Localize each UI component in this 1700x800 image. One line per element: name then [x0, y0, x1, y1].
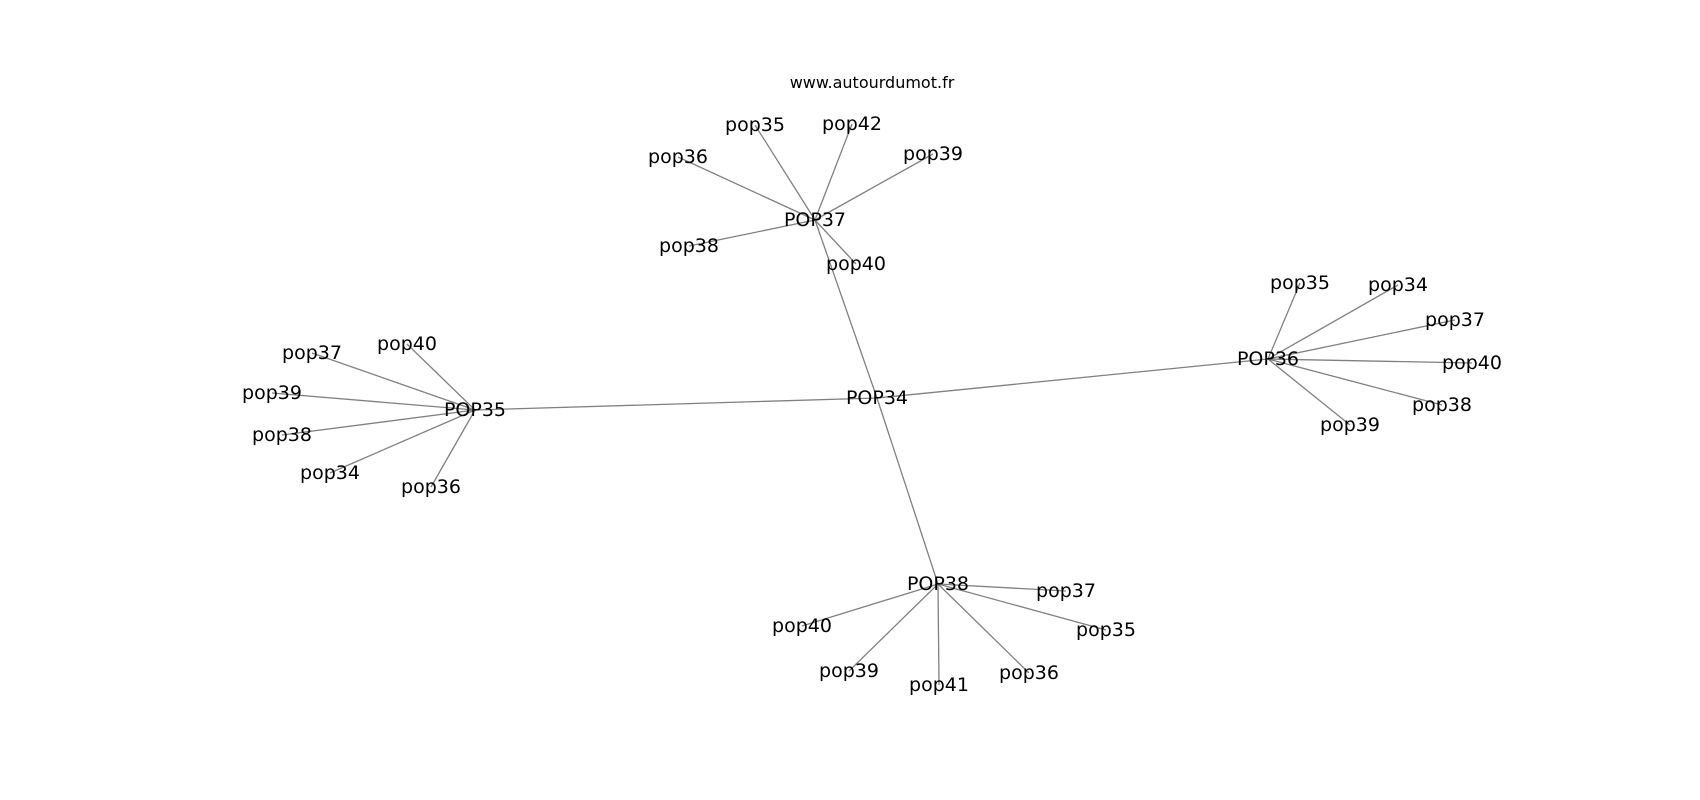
leaf-node-pop37-pop40: pop40 [826, 253, 886, 275]
leaf-node-pop37-pop39: pop39 [903, 143, 963, 165]
leaf-node-pop38-pop40: pop40 [772, 615, 832, 637]
edge-pop38-pop35 [937, 583, 1107, 631]
edge-pop37-pop36 [677, 156, 816, 221]
edge-pop34-pop38 [876, 397, 939, 585]
leaf-node-pop36-pop40: pop40 [1442, 352, 1502, 374]
edge-pop35-pop34 [329, 409, 476, 474]
leaf-node-pop35-pop34: pop34 [300, 462, 360, 484]
edge-pop37-pop38 [688, 219, 816, 247]
edge-pop35-pop37 [311, 352, 476, 411]
edge-pop38-pop36 [937, 583, 1030, 674]
edge-pop37-pop35 [754, 124, 816, 221]
edge-pop34-pop36 [876, 358, 1269, 399]
hub-node-pop34: POP34 [846, 387, 908, 409]
leaf-node-pop37-pop38: pop38 [659, 235, 719, 257]
edge-pop37-pop42 [814, 123, 853, 221]
leaf-node-pop36-pop35: pop35 [1270, 272, 1330, 294]
label-layer: POP34 POP37 pop35 pop42 pop39 pop36 pop38 pop40… [242, 113, 1502, 696]
edge-pop36-pop40 [1267, 358, 1473, 364]
leaf-node-pop37-pop35: pop35 [725, 114, 785, 136]
leaf-node-pop36-pop34: pop34 [1368, 274, 1428, 296]
edge-pop37-pop39 [814, 153, 934, 221]
edge-pop38-pop37 [937, 583, 1067, 592]
leaf-node-pop35-pop37: pop37 [282, 342, 342, 364]
edge-pop38-pop39 [848, 583, 939, 672]
leaf-node-pop36-pop39: pop39 [1320, 414, 1380, 436]
edge-pop36-pop38 [1267, 358, 1443, 406]
edge-pop38-pop41 [937, 583, 940, 686]
leaf-node-pop35-pop36: pop36 [401, 476, 461, 498]
edge-pop34-pop37 [814, 219, 878, 399]
leaf-node-pop35-pop38: pop38 [252, 424, 312, 446]
cluster-node-pop35: POP35 [444, 399, 506, 421]
cluster-node-pop36: POP36 [1237, 348, 1299, 370]
edge-pop35-pop39 [271, 392, 476, 411]
leaf-node-pop35-pop40: pop40 [377, 333, 437, 355]
edge-pop36-pop39 [1267, 358, 1351, 426]
leaf-node-pop37-pop42: pop42 [822, 113, 882, 135]
edge-layer [271, 123, 1473, 686]
leaf-node-pop38-pop36: pop36 [999, 662, 1059, 684]
leaf-node-pop37-pop36: pop36 [648, 146, 708, 168]
leaf-node-pop38-pop41: pop41 [909, 674, 969, 696]
edge-pop36-pop37 [1267, 319, 1456, 360]
edge-pop36-pop34 [1267, 284, 1399, 360]
watermark-text: www.autourdumot.fr [790, 73, 955, 92]
cluster-node-pop38: POP38 [907, 573, 969, 595]
edge-pop37-pop40 [814, 219, 857, 265]
leaf-node-pop38-pop37: pop37 [1036, 580, 1096, 602]
leaf-node-pop36-pop38: pop38 [1412, 394, 1472, 416]
edge-pop34-pop35 [474, 397, 878, 411]
edge-pop35-pop40 [406, 343, 476, 411]
leaf-node-pop35-pop39: pop39 [242, 382, 302, 404]
edge-pop38-pop40 [801, 583, 939, 627]
leaf-node-pop36-pop37: pop37 [1425, 309, 1485, 331]
leaf-node-pop38-pop35: pop35 [1076, 619, 1136, 641]
edge-pop36-pop35 [1267, 282, 1301, 360]
leaf-node-pop38-pop39: pop39 [819, 660, 879, 682]
edge-pop35-pop38 [281, 409, 476, 436]
cluster-node-pop37: POP37 [784, 209, 846, 231]
edge-pop35-pop36 [430, 409, 476, 488]
